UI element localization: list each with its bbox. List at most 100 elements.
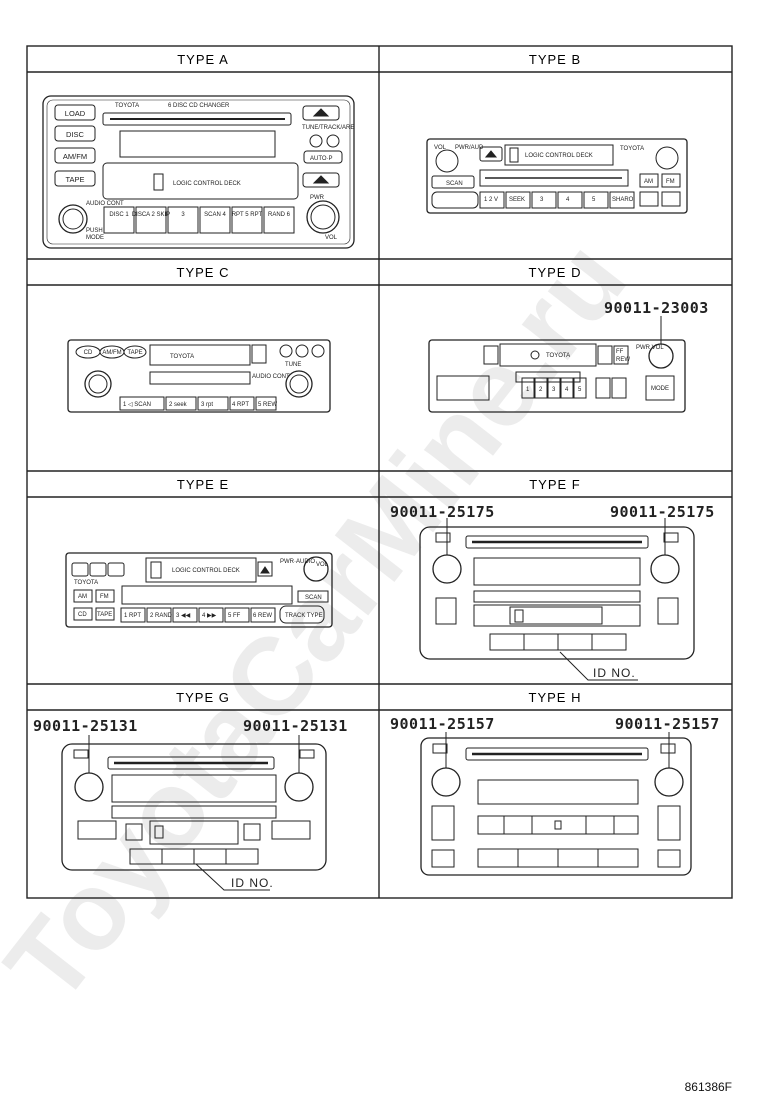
ff-label: FF (616, 349, 624, 355)
radio-type-f-labels: 90011-25175 90011-25175 ID NO. (390, 503, 715, 680)
id-no-label-g: ID NO. (231, 876, 274, 890)
part-number-f-left: 90011-25175 (390, 503, 495, 521)
brand-label: TOYOTA (546, 353, 570, 359)
cd-label: CD (78, 612, 87, 618)
scan-label: SCAN (446, 181, 463, 187)
preset-6-label: 6 REW (253, 613, 272, 619)
preset-5-label: 5 FF (228, 613, 241, 619)
amfm-label: AM/FM (102, 350, 121, 356)
preset-3-label: 3 (540, 197, 544, 203)
preset-5-label: 5 REW (258, 402, 277, 408)
radio-type-h (420, 732, 692, 876)
logic-label: LOGIC CONTROL DECK (173, 181, 241, 187)
preset-5-label: 5 (592, 197, 596, 203)
mode-label: MODE (651, 386, 669, 392)
radio-type-a (42, 95, 355, 249)
header-type-b: TYPE B (529, 52, 581, 67)
tune-label: TUNE (285, 362, 301, 368)
radio-type-c (67, 339, 331, 413)
vol-label: VOL (325, 235, 338, 241)
preset-6-label: SHARO (612, 197, 634, 203)
preset-4-label: 4 ▶▶ (202, 613, 217, 619)
tape-label: TAPE (127, 350, 142, 356)
logic-label: LOGIC CONTROL DECK (172, 568, 240, 574)
radio-type-b-labels: VOL PWR/AUD LOGIC CONTROL DECK TOYOTA SC… (434, 145, 675, 203)
part-number-g-right: 90011-25131 (243, 717, 348, 735)
part-number-h-right: 90011-25157 (615, 715, 720, 733)
part-number-g-left: 90011-25131 (33, 717, 138, 735)
part-number-h-left: 90011-25157 (390, 715, 495, 733)
preset-3-label: 3 (181, 212, 185, 218)
preset-2-label: 2 seek (169, 402, 188, 408)
vol-label: VOL (316, 562, 329, 568)
diagram-code: 861386F (684, 1080, 732, 1094)
preset-6-label: RAND 6 (268, 212, 291, 218)
preset-4-label: SCAN 4 (204, 212, 226, 218)
preset-3-label: 3 (552, 387, 556, 393)
header-type-d: TYPE D (529, 265, 582, 280)
preset-1-label: DISC 1 (109, 212, 129, 218)
audio-label: AUDIO CONT (86, 201, 124, 207)
radio-type-f (419, 518, 695, 681)
radio-type-g (61, 735, 327, 891)
brand-label: TOYOTA (170, 354, 194, 360)
rew-label: REW (616, 357, 630, 363)
type-headers: TYPE A TYPE B TYPE C TYPE D TYPE E TYPE … (176, 52, 582, 705)
push-label: PUSH (86, 228, 103, 234)
preset-4-label: 4 (565, 387, 569, 393)
disc-label: DISC (66, 130, 85, 139)
radio-type-b (426, 138, 688, 214)
pwr-label: PWR/AUD (455, 145, 484, 151)
radio-type-g-labels: 90011-25131 90011-25131 ID NO. (33, 717, 348, 890)
brand-label: TOYOTA (74, 580, 98, 586)
pwr-label: PWR (310, 195, 325, 201)
cd-label: CD (84, 350, 93, 356)
part-number-f-right: 90011-25175 (610, 503, 715, 521)
id-no-label-f: ID NO. (593, 666, 636, 680)
scan-label: SCAN (305, 595, 322, 601)
table-grid (26, 45, 733, 899)
header-type-g: TYPE G (176, 690, 230, 705)
brand-label: TOYOTA (115, 103, 139, 109)
preset-1-label: 1 RPT (124, 613, 141, 619)
am-label: AM (644, 179, 653, 185)
changer-label: 6 DISC CD CHANGER (168, 103, 230, 109)
fm-label: FM (100, 594, 109, 600)
tune-label: TUNE/TRACK/ARE (302, 125, 354, 131)
audio-label: AUDIO CONT (252, 374, 290, 380)
radio-type-h-labels: 90011-25157 90011-25157 (390, 715, 720, 733)
vol-label: VOL (434, 145, 447, 151)
am-label: AM (78, 594, 87, 600)
preset-5-label: RPT 5 RPT (232, 212, 263, 218)
preset-1-label: 1 ◁ SCAN (123, 402, 151, 408)
mode-label: MODE (86, 235, 104, 241)
load-label: LOAD (65, 109, 86, 118)
tape-label: TAPE (65, 175, 84, 184)
header-type-a: TYPE A (177, 52, 229, 67)
preset-4-label: 4 (566, 197, 570, 203)
header-type-e: TYPE E (177, 477, 229, 492)
part-number-d: 90011-23003 (604, 299, 709, 317)
header-type-h: TYPE H (529, 690, 582, 705)
radio-type-e-labels: LOGIC CONTROL DECK VOL PWR·AUDIO SCAN TO… (74, 559, 329, 619)
logic-label: LOGIC CONTROL DECK (525, 153, 593, 159)
radio-type-e (65, 552, 333, 628)
header-type-f: TYPE F (529, 477, 581, 492)
preset-2-label: SEEK (509, 197, 525, 203)
radio-type-d-labels: TOYOTA FF REW PWR VOL MODE 1 2 3 4 5 900… (526, 299, 709, 393)
header-type-c: TYPE C (177, 265, 230, 280)
preset-5-label: 5 (578, 387, 582, 393)
fm-label: FM (666, 179, 675, 185)
preset-2-label: 2 (539, 387, 543, 393)
preset-2-label: 2 RAND (150, 613, 173, 619)
radio-type-d (428, 316, 686, 413)
preset-1-label: 1 2 V (484, 197, 498, 203)
tape-label: TAPE (97, 612, 112, 618)
radio-type-a-labels: LOAD DISC AM/FM TAPE TOYOTA 6 DISC CD CH… (63, 103, 354, 241)
track-label: TRACK TYPE (285, 613, 323, 619)
preset-2-label: DISCA 2 SKIP (132, 212, 170, 218)
pwr-label: PWR·AUDIO (280, 559, 315, 565)
preset-4-label: 4 RPT (232, 402, 249, 408)
preset-1-label: 1 (526, 387, 530, 393)
